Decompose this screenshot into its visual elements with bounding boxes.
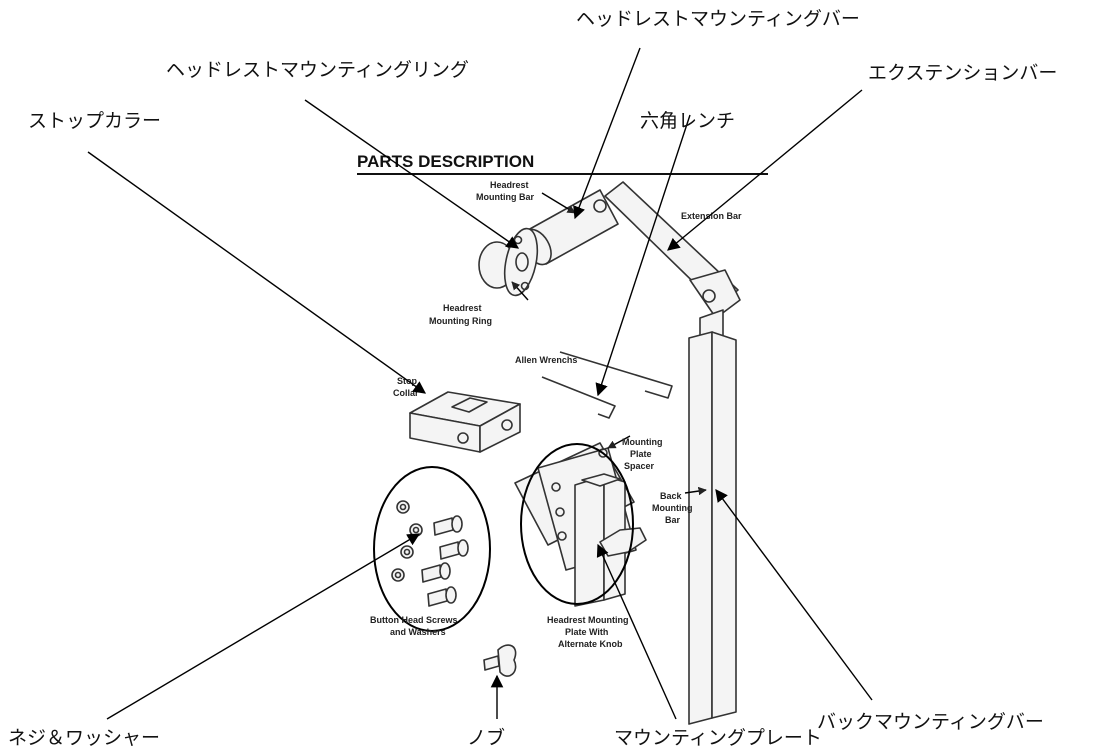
en-label-headrest-mounting-plate: Headrest Mounting Plate With Alternate K… [547,615,629,649]
callout-line-screws-washers [106,533,421,720]
callout-line-headrest-mounting-ring [304,99,520,249]
jp-label-mounting-plate: マウンティングプレート [614,727,822,749]
jp-label-screws-washers: ネジ＆ワッシャー [8,727,160,749]
jp-label-back-mounting-bar: バックマウンティングバー [817,711,1044,733]
en-label-mounting-plate-spacer: Mounting Plate Spacer [622,437,662,471]
jp-label-headrest-mounting-ring: ヘッドレストマウンティングリング [166,59,469,81]
stop-collar-drawing [409,391,521,453]
callout-line-mounting-plate [596,543,677,720]
back-mounting-bar-drawing [688,309,737,725]
jp-label-allen-wrench: 六角レンチ [640,110,735,132]
en-headrest-ring-line1: Headrest [443,303,482,313]
headrest-mounting-ring-drawing [478,227,539,297]
en-back-bar-line2: Mounting [652,503,692,513]
en-label-headrest-mounting-ring: Headrest Mounting Ring [429,303,492,326]
en-label-headrest-mounting-bar: Headrest Mounting Bar [476,180,534,202]
knob-drawing [483,644,517,677]
jp-label-knob: ノブ [467,726,505,749]
en-arrow-headrest-bar [541,192,576,214]
en-mounting-plate-line2: Plate With [565,627,608,637]
callout-line-stop-collar [87,151,427,394]
callout-line-back-mounting-bar [715,488,873,701]
screws-callout-circle [373,466,491,632]
en-label-button-head-screws: Button Head Screws and Washers [370,615,458,637]
en-plate-spacer-line2: Plate [630,449,652,459]
en-plate-spacer-line1: Mounting [622,437,662,447]
en-screws-line2: and Washers [390,627,446,637]
en-stop-collar-line2: Collar [393,388,419,398]
en-plate-spacer-line3: Spacer [624,461,655,471]
en-headrest-bar-line2: Mounting Bar [476,192,534,202]
callout-line-allen-wrench [595,114,691,397]
en-arrow-plate-spacer [607,435,631,449]
en-label-allen-wrenchs: Allen Wrenchs [515,355,577,365]
en-mounting-plate-line3: Alternate Knob [558,639,623,649]
en-headrest-bar-line1: Headrest [490,180,529,190]
allen-wrenches-drawing [541,351,673,419]
en-arrow-headrest-ring [511,281,529,301]
jp-label-extension-bar: エクステンションバー [868,62,1057,84]
callout-line-headrest-mounting-bar [573,47,641,220]
en-headrest-ring-line2: Mounting Ring [429,316,492,326]
en-label-extension-bar: Extension Bar [681,211,742,221]
en-back-bar-line3: Bar [665,515,681,525]
en-arrow-back-bar [684,486,707,496]
jp-label-stop-collar: ストップカラー [28,110,161,132]
screws-washers-drawing [391,500,469,607]
mounting-plate-callout-circle [520,443,634,605]
en-screws-line1: Button Head Screws [370,615,458,625]
en-back-bar-line1: Back [660,491,683,501]
en-label-back-mounting-bar: Back Mounting Bar [652,491,692,525]
en-mounting-plate-line1: Headrest Mounting [547,615,629,625]
extension-bar-drawing [604,181,741,319]
callout-line-extension-bar [667,89,863,251]
jp-label-headrest-mounting-bar: ヘッドレストマウンティングバー [576,8,860,30]
